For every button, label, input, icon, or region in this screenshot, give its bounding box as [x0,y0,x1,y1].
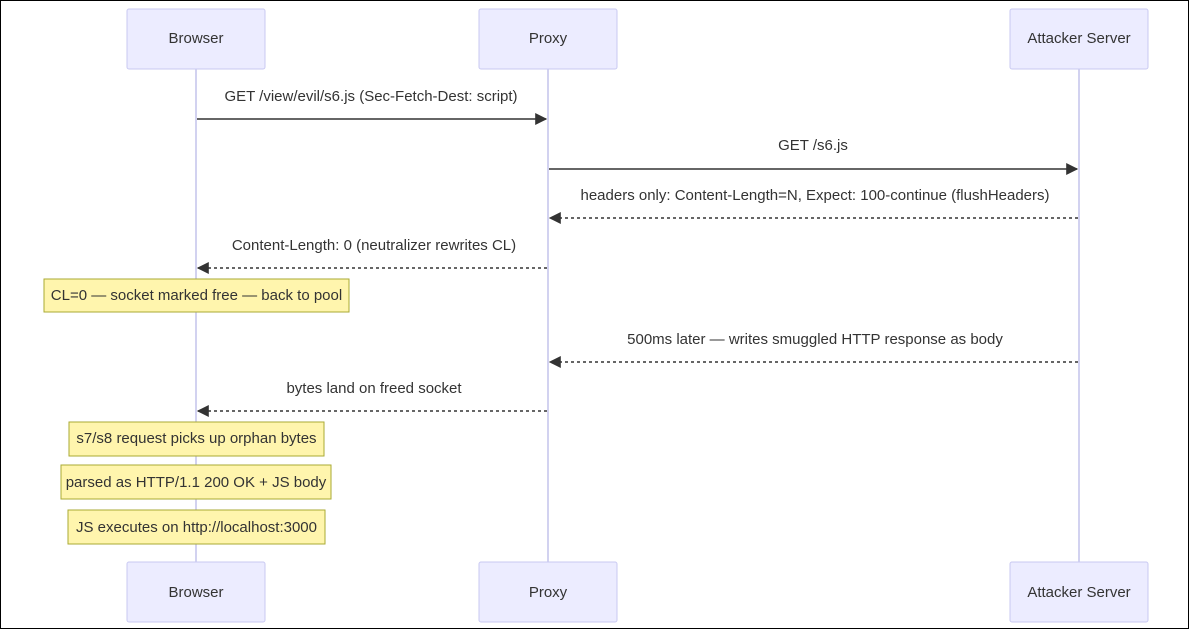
actor-browser-top-label: Browser [168,30,223,47]
actor-proxy-top: Proxy [478,8,618,70]
actor-browser-bottom: Browser [126,561,266,623]
note-4-text: JS executes on http://localhost:3000 [76,519,317,536]
actor-browser-bottom-label: Browser [168,584,223,601]
note-3: parsed as HTTP/1.1 200 OK + JS body [60,464,332,500]
note-1: CL=0 — socket marked free — back to pool [43,278,350,313]
actor-attacker-top-label: Attacker Server [1027,30,1130,47]
note-2: s7/s8 request picks up orphan bytes [68,421,325,457]
note-2-text: s7/s8 request picks up orphan bytes [76,430,316,447]
note-3-text: parsed as HTTP/1.1 200 OK + JS body [66,474,327,491]
actor-attacker-bottom-label: Attacker Server [1027,584,1130,601]
message-2-label: GET /s6.js [778,137,848,154]
actor-attacker-top: Attacker Server [1009,8,1149,70]
actor-proxy-bottom: Proxy [478,561,618,623]
message-1-label: GET /view/evil/s6.js (Sec-Fetch-Dest: sc… [224,88,517,105]
actor-browser-top: Browser [126,8,266,70]
message-6-label: bytes land on freed socket [286,380,462,397]
message-3-label: headers only: Content-Length=N, Expect: … [580,187,1049,204]
actor-proxy-bottom-label: Proxy [529,584,568,601]
message-5-label: 500ms later — writes smuggled HTTP respo… [627,331,1003,348]
note-1-text: CL=0 — socket marked free — back to pool [51,287,342,304]
actor-proxy-top-label: Proxy [529,30,568,47]
message-4-label: Content-Length: 0 (neutralizer rewrites … [232,237,516,254]
note-4: JS executes on http://localhost:3000 [67,509,326,545]
actor-attacker-bottom: Attacker Server [1009,561,1149,623]
